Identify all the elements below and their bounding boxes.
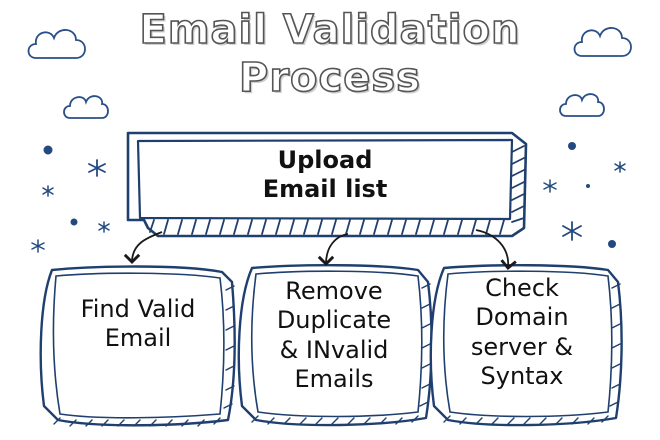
check-domain-node-label: Check Domain server & Syntax (432, 274, 612, 391)
node-label-line: Find Valid (48, 295, 228, 324)
node-label-line: Emails (243, 365, 425, 394)
remove-duplicate-node-label: Remove Duplicate & INvalid Emails (243, 277, 425, 394)
diagram-title-line-2: Process (0, 58, 660, 98)
node-label-line: & INvalid (243, 336, 425, 365)
find-valid-node-label: Find Valid Email (48, 295, 228, 354)
node-label-line: Remove (243, 277, 425, 306)
star-icon (43, 186, 53, 196)
node-label-line: Check (432, 274, 612, 303)
star-icon (32, 240, 44, 252)
star-icon (89, 160, 105, 176)
connector-arrow (326, 234, 348, 264)
node-label-line: Duplicate (243, 306, 425, 335)
cloud-icon (64, 96, 108, 118)
upload-node-label: Upload Email list (140, 146, 510, 205)
star-icon (544, 180, 556, 192)
star-icon (563, 222, 581, 240)
node-label-line: Domain (432, 303, 612, 332)
star-icon (615, 162, 625, 172)
node-label-line: Upload (140, 146, 510, 175)
node-label-line: server & (432, 333, 612, 362)
diagram-title-line-1: Email Validation (0, 10, 660, 50)
star-icon (99, 222, 109, 232)
node-label-line: Email (48, 324, 228, 353)
node-label-line: Syntax (432, 362, 612, 391)
node-label-line: Email list (140, 175, 510, 204)
